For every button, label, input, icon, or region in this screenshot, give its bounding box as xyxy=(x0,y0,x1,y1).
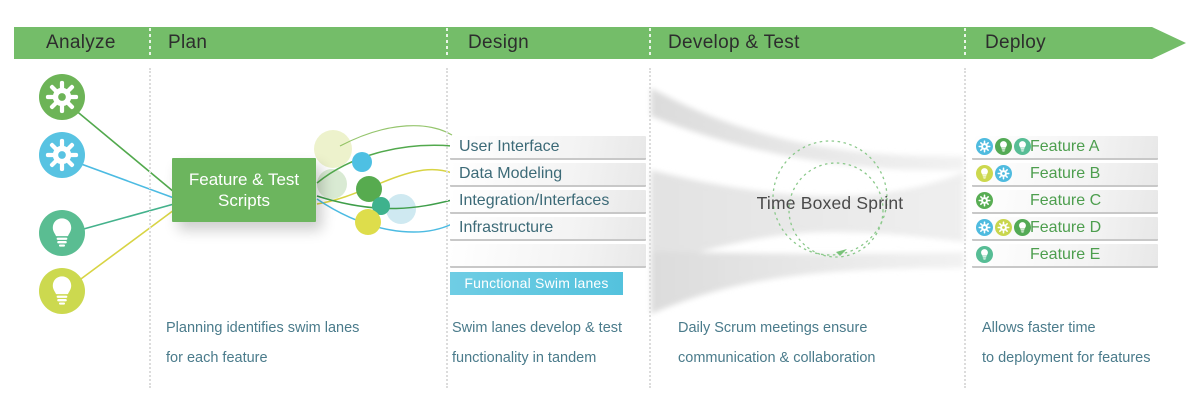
swimlane-user-interface: User Interface xyxy=(450,136,646,160)
column-separator-develop xyxy=(649,68,651,388)
feature-d-icons xyxy=(976,219,1031,236)
feature-e-label: Feature E xyxy=(1030,246,1101,263)
feature-row-e: Feature E xyxy=(972,244,1158,268)
bulb-green-icon xyxy=(995,138,1012,155)
swimlane-integration-interfaces: Integration/Interfaces xyxy=(450,190,646,214)
feature-b-label: Feature B xyxy=(1030,165,1101,182)
analyze-connectors xyxy=(61,98,175,294)
feature-b-icons xyxy=(976,165,1012,182)
feature-a-label: Feature A xyxy=(1030,138,1100,155)
plan-caption-line2: for each feature xyxy=(166,350,268,366)
develop-caption-line2: communication & collaboration xyxy=(678,350,876,366)
bubble-cluster-solid xyxy=(352,152,390,235)
phase-label-plan: Plan xyxy=(168,32,208,53)
deploy-caption-line1: Allows faster time xyxy=(982,320,1096,336)
phase-label-develop-test: Develop & Test xyxy=(668,32,800,53)
bulb-teal-icon xyxy=(1014,138,1031,155)
design-caption-line2: functionality in tandem xyxy=(452,350,597,366)
swimlane-data-modeling: Data Modeling xyxy=(450,163,646,187)
feature-test-scripts-box: Feature & Test Scripts xyxy=(172,158,316,222)
swimlane-label: User Interface xyxy=(459,138,560,155)
deploy-caption: Allows faster time to deployment for fea… xyxy=(982,320,1150,380)
gear-blue-icon xyxy=(976,138,993,155)
swimlane-label: Integration/Interfaces xyxy=(459,192,610,209)
feature-row-c: Feature C xyxy=(972,190,1158,214)
feature-c-icons xyxy=(976,192,993,209)
column-separator-deploy xyxy=(964,68,966,388)
swimlane-label: Infrastructure xyxy=(459,219,554,236)
feature-row-b: Feature B xyxy=(972,163,1158,187)
sprint-cycle-icon xyxy=(772,140,888,258)
time-boxed-sprint-label: Time Boxed Sprint xyxy=(756,193,904,213)
funnel xyxy=(651,88,964,314)
bulb-teal-big-icon xyxy=(39,210,85,256)
feature-e-icons xyxy=(976,246,993,263)
banner-arrow xyxy=(14,27,1186,59)
swimlane-empty xyxy=(450,244,646,268)
gear-blue-big-icon xyxy=(39,132,85,178)
feature-a-icons xyxy=(976,138,1031,155)
swimlane-label: Data Modeling xyxy=(459,165,563,182)
feature-c-label: Feature C xyxy=(1030,192,1102,209)
bulb-yellow-big-icon xyxy=(39,268,85,314)
phase-label-analyze: Analyze xyxy=(46,32,116,53)
gear-green-icon xyxy=(976,192,993,209)
deploy-caption-line2: to deployment for features xyxy=(982,350,1151,366)
phase-label-design: Design xyxy=(468,32,529,53)
fts-box-line1: Feature & Test xyxy=(188,170,300,189)
develop-caption-line1: Daily Scrum meetings ensure xyxy=(678,320,868,336)
lane-connectors xyxy=(316,125,453,233)
develop-caption: Daily Scrum meetings ensure communicatio… xyxy=(678,320,875,380)
bulb-yellow-icon xyxy=(976,165,993,182)
plan-caption-line1: Planning identifies swim lanes xyxy=(166,320,360,336)
gear-yellow-icon xyxy=(995,219,1012,236)
column-separator-design xyxy=(446,68,448,388)
fts-box-line2: Scripts xyxy=(218,191,270,210)
gear-blue-icon xyxy=(995,165,1012,182)
gear-green-big-icon xyxy=(39,74,85,120)
plan-caption: Planning identifies swim lanes for each … xyxy=(166,320,359,380)
feature-row-a: Feature A xyxy=(972,136,1158,160)
design-caption-line1: Swim lanes develop & test xyxy=(452,320,623,336)
column-separator-plan xyxy=(149,68,151,388)
bulb-green-icon xyxy=(1014,219,1031,236)
banner-separators xyxy=(149,28,966,58)
functional-swim-lanes-tag: Functional Swim lanes xyxy=(450,272,623,295)
swimlane-infrastructure: Infrastructure xyxy=(450,217,646,241)
phase-label-deploy: Deploy xyxy=(985,32,1046,53)
gear-blue-icon xyxy=(976,219,993,236)
feature-row-d: Feature D xyxy=(972,217,1158,241)
design-caption: Swim lanes develop & test functionality … xyxy=(452,320,622,380)
feature-d-label: Feature D xyxy=(1030,219,1102,236)
bulb-teal-icon xyxy=(976,246,993,263)
